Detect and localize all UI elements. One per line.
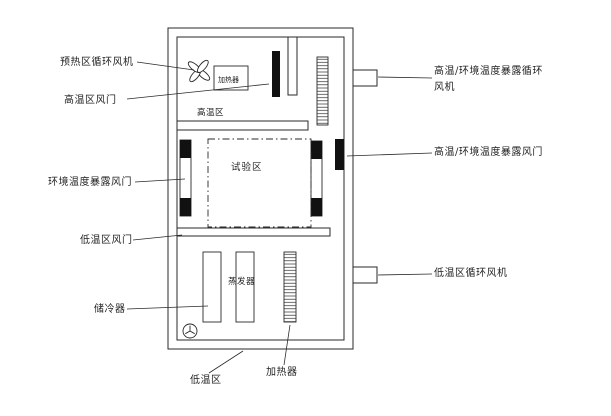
label-low-temp-damper: 低温区风门 <box>80 235 133 246</box>
leader-heater-bottom <box>283 324 291 366</box>
partition-high-temp <box>176 120 309 131</box>
label-heater-bottom: 加热器 <box>266 367 298 378</box>
bottom-heater-coil <box>283 251 297 323</box>
cold-storage-box <box>202 251 222 323</box>
label-low-temp-zone: 低温区 <box>190 375 222 386</box>
leader-preheat-fan <box>136 61 195 71</box>
high-temp-damper-blade <box>272 51 280 97</box>
leader-low-temp-zone <box>208 350 244 374</box>
low-temp-fan-housing <box>352 266 378 284</box>
partition-preheat-vertical <box>287 36 298 96</box>
leader-low-temp-damper <box>132 234 183 241</box>
leader-low-temp-fan <box>377 273 433 276</box>
leader-ht-ambient-fan <box>377 76 433 79</box>
ambient-damper-left-assembly <box>179 139 192 217</box>
ambient-damper-right-assembly <box>310 140 323 217</box>
label-heater-top: 加热器 <box>218 76 239 84</box>
leader-lines <box>126 61 433 374</box>
test-area-outline <box>207 138 312 228</box>
label-high-temp-zone: 高温区 <box>197 108 225 118</box>
ht-ambient-fan-housing <box>352 69 378 87</box>
label-ambient-damper: 环境温度暴露风门 <box>48 177 132 188</box>
label-cold-storage: 储冷器 <box>94 304 126 315</box>
leader-ht-ambient-damper <box>346 152 433 157</box>
low-temp-fan-icon <box>182 323 198 339</box>
label-ht-ambient-fan: 高温/环境温度暴露循环风机 <box>434 66 543 93</box>
label-evaporator: 蒸发器 <box>228 277 256 287</box>
partition-low-temp <box>176 227 331 237</box>
leader-high-temp-damper <box>126 83 270 100</box>
top-duct-coil <box>316 56 329 126</box>
label-high-temp-damper: 高温区风门 <box>64 95 117 106</box>
ht-ambient-damper-blade <box>335 139 344 170</box>
evaporator-box <box>235 251 255 323</box>
label-low-temp-fan: 低温区循环风机 <box>434 268 508 279</box>
label-preheat-fan: 预热区循环风机 <box>60 57 134 68</box>
label-test-zone: 试验区 <box>231 162 263 173</box>
heater-top-box <box>213 65 249 91</box>
label-ht-ambient-damper: 高温/环境温度暴露风门 <box>434 147 543 158</box>
leader-cold-storage <box>126 305 209 310</box>
leader-ambient-damper <box>134 178 186 183</box>
